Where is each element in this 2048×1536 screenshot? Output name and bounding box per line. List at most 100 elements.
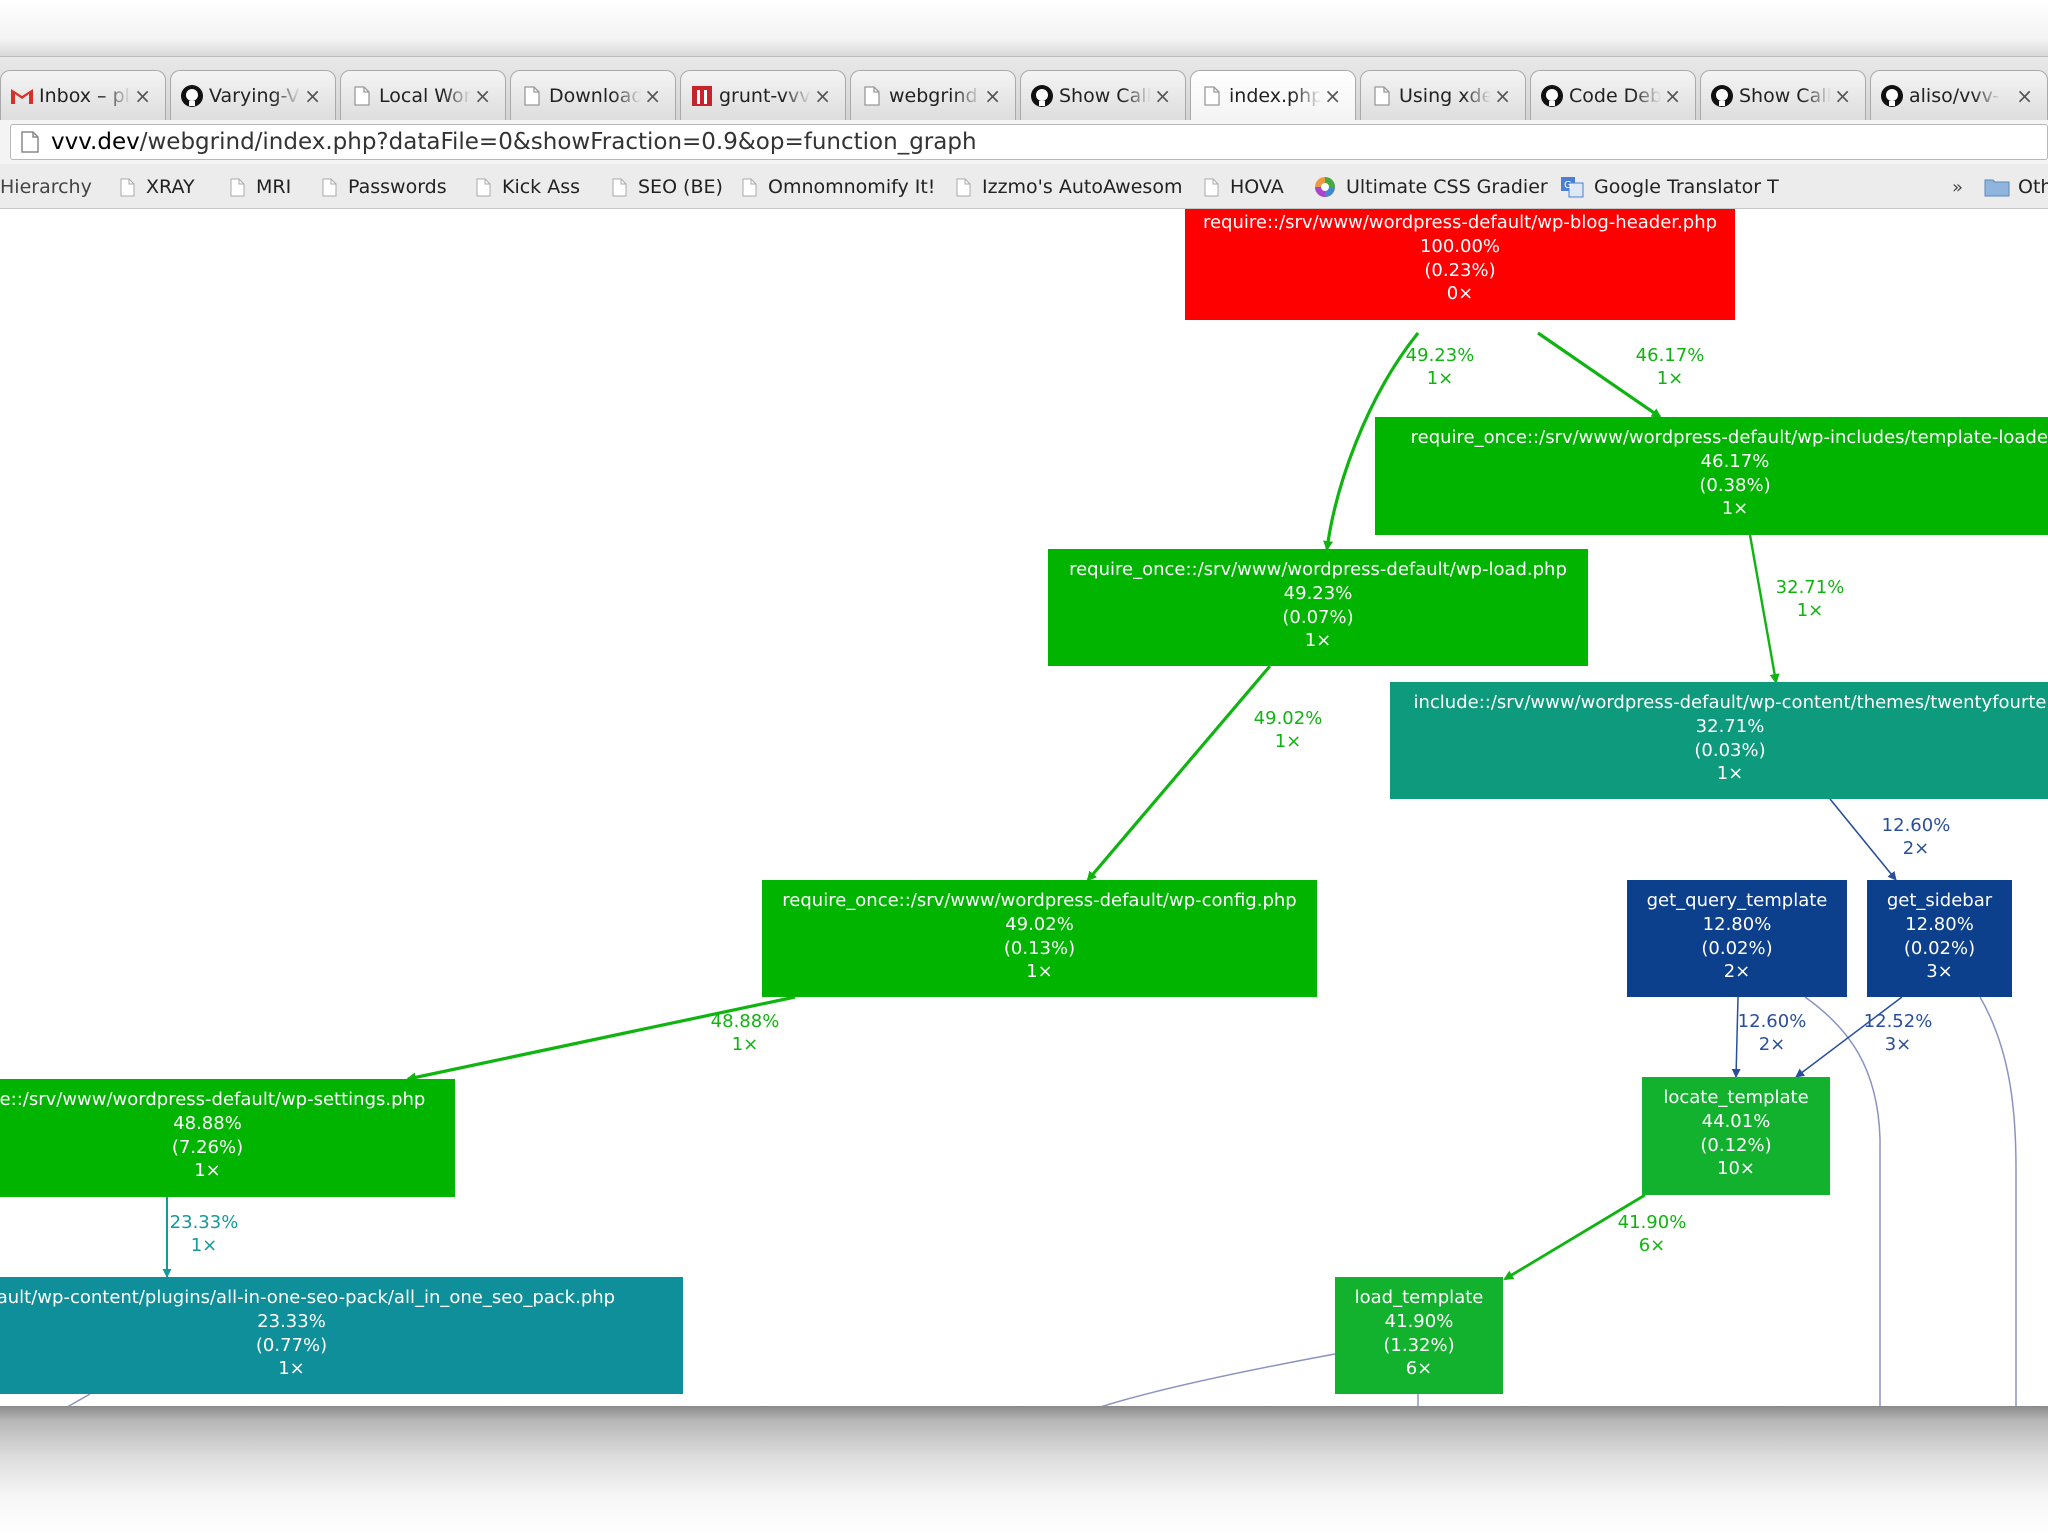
graph-edge (1731, 996, 1741, 1078)
page-icon (476, 178, 491, 196)
edge-percent-label: 49.23% (1406, 345, 1475, 366)
edge-percent-label: 46.17% (1636, 345, 1705, 366)
bitbucket-icon (689, 83, 715, 109)
bookmark-item[interactable]: Omnomnomify It! (742, 175, 935, 199)
folder-icon (1984, 179, 2010, 197)
graph-node-seo-pack[interactable]: default/wp-content/plugins/all-in-one-se… (0, 1277, 683, 1394)
edge-percent-label: 49.02% (1254, 708, 1323, 729)
node-function-name: include::/srv/www/wordpress-default/wp-c… (1413, 692, 2046, 713)
graph-node-wp-load[interactable]: require_once::/srv/www/wordpress-default… (1048, 549, 1588, 666)
graph-edge (1503, 1193, 1646, 1281)
graph-node-blog-header[interactable]: require::/srv/www/wordpress-default/wp-b… (1185, 209, 1735, 320)
edge-call-count-label: 1× (1427, 368, 1454, 389)
edge-call-count-label: 2× (1903, 838, 1930, 859)
node-inclusive-percent: 32.71% (1696, 716, 1765, 737)
bookmark-item[interactable]: Izzmo's AutoAwesom (956, 175, 1182, 199)
graph-node-box (1642, 1077, 1830, 1195)
url-text[interactable]: vvv.dev/webgrind/index.php?dataFile=0&sh… (51, 128, 977, 156)
bookmark-label: MRI (256, 176, 292, 198)
bookmark-other[interactable]: Oth (1984, 175, 2048, 199)
graph-edge (1829, 798, 1897, 881)
tab-close-icon[interactable]: × (474, 84, 491, 108)
graph-node-template-loader[interactable]: require_once::/srv/www/wordpress-default… (1375, 417, 2048, 535)
browser-tab[interactable]: Show Call× (1020, 70, 1186, 120)
address-bar[interactable]: vvv.dev/webgrind/index.php?dataFile=0&sh… (10, 124, 2048, 160)
browser-tab[interactable]: Varying-V× (170, 70, 336, 120)
browser-tab[interactable]: Download× (510, 70, 676, 120)
edge-percent-label: 32.71% (1776, 577, 1845, 598)
browser-tab[interactable]: grunt-vvv× (680, 70, 846, 120)
bookmark-item[interactable]: MRI (230, 175, 291, 199)
node-self-percent: (1.32%) (1383, 1335, 1454, 1356)
node-inclusive-percent: 41.90% (1385, 1311, 1454, 1332)
tab-close-icon[interactable]: × (1494, 84, 1511, 108)
browser-tab[interactable]: Code Deb× (1530, 70, 1696, 120)
node-call-count: 3× (1926, 961, 1953, 982)
node-call-count: 0× (1447, 283, 1474, 304)
tab-close-icon[interactable]: × (1154, 84, 1171, 108)
graph-node-wp-settings[interactable]: ce::/srv/www/wordpress-default/wp-settin… (0, 1079, 455, 1197)
bookmarks-overflow-chevron[interactable]: » (1952, 176, 1964, 198)
node-call-count: 1× (1026, 961, 1053, 982)
tab-close-icon[interactable]: × (984, 84, 1001, 108)
bookmark-item[interactable]: Ultimate CSS Gradier (1314, 175, 1548, 199)
browser-tab[interactable]: Using xde× (1360, 70, 1526, 120)
node-self-percent: (0.77%) (256, 1335, 327, 1356)
page-icon (349, 83, 375, 109)
bookmark-other-label: Oth (2018, 176, 2048, 198)
browser-tab[interactable]: index.php× (1190, 70, 1356, 120)
browser-tab[interactable]: Show Call× (1700, 70, 1866, 120)
node-inclusive-percent: 48.88% (173, 1113, 242, 1134)
node-call-count: 2× (1724, 961, 1751, 982)
browser-tab[interactable]: Inbox – pl× (0, 70, 166, 120)
gmail-icon (9, 83, 35, 109)
edge-call-count-label: 1× (191, 1235, 218, 1256)
browser-tab[interactable]: webgrind× (850, 70, 1016, 120)
graph-node-box (0, 1277, 683, 1394)
bookmark-item[interactable]: Kick Ass (476, 175, 580, 199)
translate-icon: G (1561, 177, 1584, 198)
tab-title: Local Wor (379, 85, 471, 107)
bookmark-item[interactable]: XRAY (120, 175, 195, 199)
bookmark-label: XRAY (146, 176, 195, 198)
browser-tab[interactable]: aliso/vvv-× (1870, 70, 2048, 120)
page-icon (1204, 178, 1219, 196)
graph-node-theme-include[interactable]: include::/srv/www/wordpress-default/wp-c… (1390, 682, 2048, 799)
page-icon (21, 131, 39, 153)
tab-title: Using xde (1399, 85, 1491, 107)
graph-edge (1748, 534, 1780, 684)
graph-edge (1323, 331, 1420, 551)
tab-close-icon[interactable]: × (1664, 84, 1681, 108)
bookmark-item[interactable]: Hierarchy (0, 175, 92, 199)
node-self-percent: (0.38%) (1699, 475, 1770, 496)
bookmark-item[interactable]: SEO (BE) (612, 175, 723, 199)
tab-title: Download (549, 85, 641, 107)
tab-close-icon[interactable]: × (134, 84, 151, 108)
tab-close-icon[interactable]: × (814, 84, 831, 108)
browser-tab[interactable]: Local Wor× (340, 70, 506, 120)
edge-call-count-label: 2× (1759, 1034, 1786, 1055)
page-icon (742, 178, 757, 196)
edge-percent-label: 12.60% (1882, 815, 1951, 836)
tab-title: Varying-V (209, 85, 300, 107)
node-function-name: load_template (1355, 1287, 1484, 1308)
tab-close-icon[interactable]: × (1324, 84, 1341, 108)
graph-edge (1086, 664, 1272, 882)
tab-close-icon[interactable]: × (644, 84, 661, 108)
tab-close-icon[interactable]: × (2016, 84, 2033, 108)
graph-node-wp-config[interactable]: require_once::/srv/www/wordpress-default… (762, 880, 1317, 997)
bookmark-item[interactable]: HOVA (1204, 175, 1284, 199)
node-inclusive-percent: 44.01% (1702, 1111, 1771, 1132)
node-self-percent: (0.03%) (1694, 740, 1765, 761)
tab-close-icon[interactable]: × (1834, 84, 1851, 108)
svg-text:G: G (1564, 180, 1572, 191)
tab-close-icon[interactable]: × (304, 84, 321, 108)
page-icon (612, 178, 627, 196)
bookmark-item[interactable]: Passwords (322, 175, 447, 199)
